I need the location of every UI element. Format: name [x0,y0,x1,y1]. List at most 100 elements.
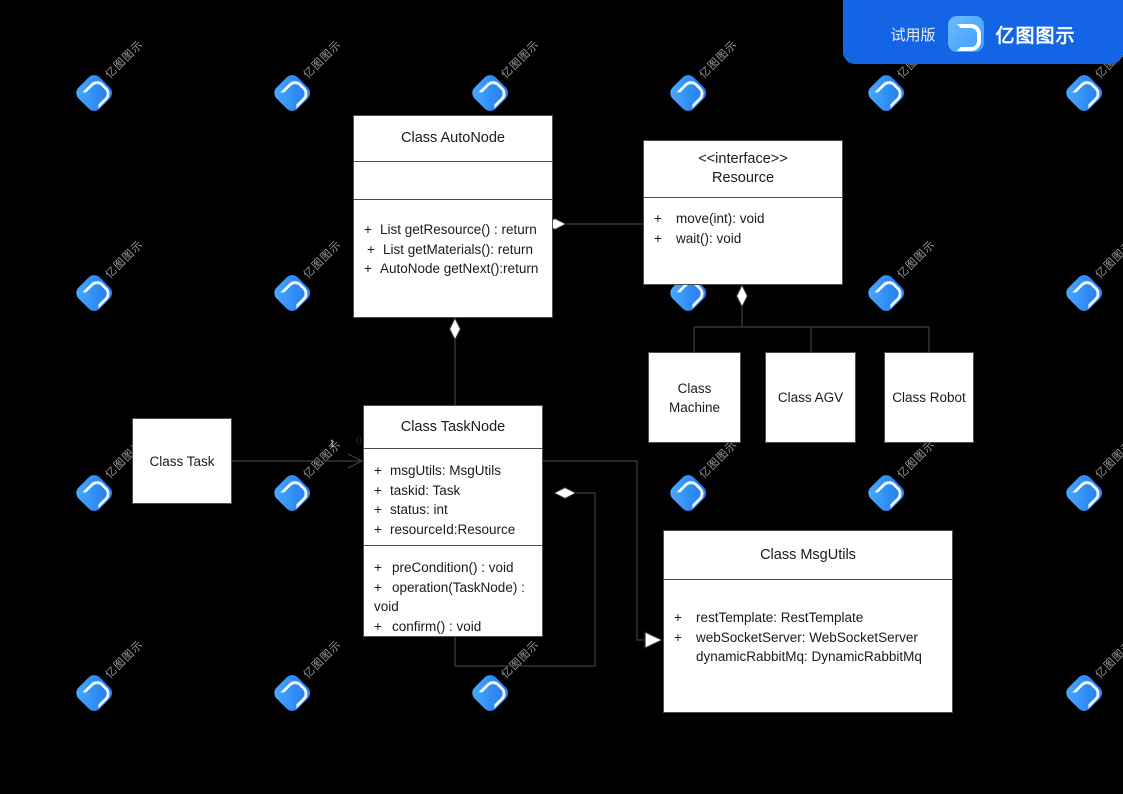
class-title-section: Class MsgUtils [664,531,952,579]
watermark: 亿图图示 [1063,229,1123,324]
class-attributes-section [354,161,552,199]
watermark-text: 亿图图示 [300,37,344,81]
class-box-agv[interactable]: Class AGV [765,352,856,443]
stereotype-label: <<interface>> [698,151,788,167]
class-member-row: +webSocketServer: WebSocketServer [664,628,952,648]
class-member-row: +List getResource() : return [354,220,552,240]
watermark-text: 亿图图示 [696,37,740,81]
watermark: 亿图图示 [271,29,366,124]
visibility-marker: + [374,560,382,575]
edraw-watermark-icon [1063,671,1106,715]
class-box-task[interactable]: Class Task [132,418,232,504]
watermark: 亿图图示 [667,29,762,124]
class-box-robot[interactable]: Class Robot [884,352,974,443]
class-box-msg-utils[interactable]: Class MsgUtils + restTemplate: RestTempla… [663,530,953,713]
watermark: 亿图图示 [271,629,366,724]
visibility-marker: + [374,463,382,478]
watermark: 亿图图示 [1063,429,1123,524]
visibility-marker: + [374,482,382,498]
watermark-text: 亿图图示 [300,637,344,681]
watermark: 亿图图示 [73,29,168,124]
member-text: move(int): void [676,211,765,226]
class-member-row: + wait(): void [644,229,842,249]
edraw-watermark-icon [1063,271,1106,315]
class-title: Class Machine [649,353,740,442]
edraw-watermark-icon [73,271,116,315]
edraw-watermark-icon [271,471,314,515]
class-title: Class Robot [892,390,966,405]
watermark: 亿图图示 [865,429,960,524]
visibility-marker: + [654,230,662,246]
edraw-watermark-icon [667,71,710,115]
class-box-machine[interactable]: Class Machine [648,352,741,443]
watermark-text: 亿图图示 [1092,237,1123,281]
visibility-marker: + [367,241,375,257]
edraw-watermark-icon [73,471,116,515]
watermark-text: 亿图图示 [894,237,938,281]
class-title-line1: Class [677,380,712,396]
relation-tasknode-msgutils [543,460,664,649]
class-member-row: + resourceId:Resource [364,520,542,540]
relation-resource-subclasses [693,283,930,352]
multiplicity-source: 1 [329,436,335,450]
edraw-watermark-icon [271,271,314,315]
watermark: 亿图图示 [73,229,168,324]
edraw-watermark-icon [469,671,512,715]
watermark: 亿图图示 [865,229,960,324]
edraw-watermark-icon [271,71,314,115]
class-box-auto-node[interactable]: Class AutoNode +List getResource() : ret… [353,115,553,318]
relation-autonode-tasknode [448,316,462,405]
member-text: restTemplate: RestTemplate [696,610,864,625]
edraw-logo-icon [947,16,984,52]
watermark-text: 亿图图示 [102,637,146,681]
edraw-watermark-icon [1063,71,1106,115]
visibility-marker: + [364,261,372,276]
watermark-text: 亿图图示 [1092,437,1123,481]
class-box-resource[interactable]: <<interface>> Resource +move(int): void … [643,140,843,285]
class-methods-section: +List getResource() : return +List getMa… [354,199,552,318]
member-text: msgUtils: MsgUtils [390,463,502,478]
class-title: Class MsgUtils [760,546,856,563]
class-title: Class AutoNode [401,130,505,146]
class-title: Class TaskNode [400,418,506,435]
trial-version-badge[interactable]: 试用版 亿图图示 [843,0,1123,64]
member-text: confirm() : void [392,618,482,634]
visibility-marker: + [674,610,682,625]
watermark: 亿图图示 [667,429,762,524]
member-text: operation(TaskNode) : void [374,579,525,615]
watermark-text: 亿图图示 [102,37,146,81]
watermark-text: 亿图图示 [498,637,542,681]
class-member-row: + taskid: Task [364,481,542,501]
class-member-row: +status: int [364,500,542,520]
watermark-text: 亿图图示 [1092,637,1123,681]
product-name: 亿图图示 [995,24,1076,47]
watermark: 亿图图示 [469,29,564,124]
class-box-task-node[interactable]: Class TaskNode + msgUtils: MsgUtils + task… [363,405,543,637]
member-text: taskid: Task [390,482,461,498]
watermark-text: 亿图图示 [696,437,740,481]
member-text: wait(): void [676,230,742,246]
watermark-text: 亿图图示 [300,237,344,281]
class-member-row: + msgUtils: MsgUtils [364,461,542,481]
class-member-row: +operation(TaskNode) : void [364,578,542,617]
member-text: List getResource() : return [380,222,537,237]
watermark-text: 亿图图示 [102,237,146,281]
class-member-row: + restTemplate: RestTemplate [664,608,952,628]
class-member-row: +move(int): void [644,209,842,229]
visibility-marker: + [374,618,382,634]
class-member-row: dynamicRabbitMq: DynamicRabbitMq [664,647,952,667]
member-text: resourceId:Resource [390,521,516,537]
visibility-marker: + [674,629,682,645]
watermark: 亿图图示 [271,429,366,524]
watermark: 亿图图示 [1063,629,1123,724]
watermark-text: 亿图图示 [300,437,344,481]
interface-methods-section: +move(int): void + wait(): void [644,197,842,285]
edraw-watermark-icon [865,471,908,515]
class-title: Class AGV [777,390,844,405]
member-text: status: int [390,502,448,517]
watermark: 亿图图示 [271,229,366,324]
edraw-watermark-icon [865,71,908,115]
visibility-marker: + [374,521,382,537]
class-title-section: Class AutoNode [354,116,552,161]
